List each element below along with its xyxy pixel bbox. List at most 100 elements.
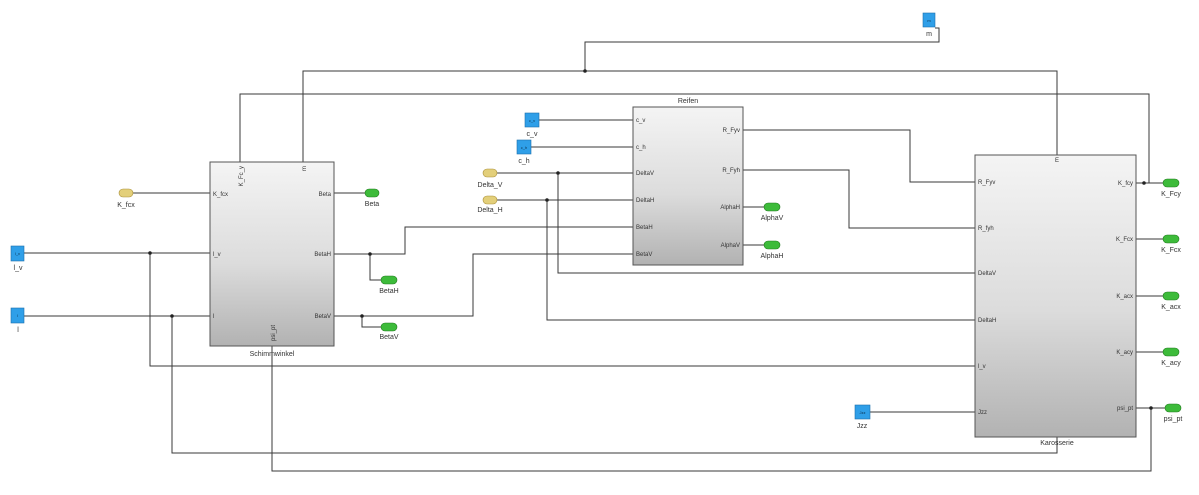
wire-deltav-branch[interactable] <box>557 173 975 274</box>
wire-kfcy-feedback[interactable] <box>239 93 1163 184</box>
wire-deltah-branch[interactable] <box>546 200 975 321</box>
outport-betav[interactable]: BetaV <box>379 322 399 341</box>
block-title: Karosserie <box>1040 440 1074 447</box>
inport-label: c_v <box>527 131 538 138</box>
outport-label: psi_pt <box>1164 416 1183 423</box>
outport-label: K_acy <box>1161 360 1181 367</box>
outport-label: K_Fcy <box>1161 191 1181 198</box>
wire-psipt-feedback[interactable] <box>271 342 1152 472</box>
wire-junction <box>556 171 560 175</box>
wire-junction <box>1149 406 1153 410</box>
wire-rfyh[interactable] <box>743 169 975 229</box>
inport-c-v[interactable]: c_v c_v <box>524 112 540 138</box>
wire-betav[interactable] <box>334 253 633 317</box>
port-label: DeltaH <box>636 198 654 204</box>
inport-m[interactable]: m m <box>922 12 936 38</box>
port-label: R_Fyv <box>978 180 995 186</box>
outport-k-acx[interactable]: K_acx <box>1161 291 1181 311</box>
outport-label: BetaH <box>379 288 398 295</box>
outport-label: AlphaV <box>761 215 784 222</box>
port-label: BetaH <box>314 252 331 258</box>
block-reifen[interactable]: Reifen c_v c_h DeltaV DeltaH BetaH BetaV… <box>632 98 744 266</box>
port-label: c_v <box>636 118 645 124</box>
port-label: K_fcy <box>1118 181 1133 187</box>
wire-betah-out[interactable] <box>369 254 381 281</box>
from-tag-delta-v[interactable]: Delta_V <box>478 168 503 189</box>
outport-label: K_acx <box>1161 304 1181 311</box>
wire-m-bus[interactable] <box>584 27 940 71</box>
outport-label: Beta <box>365 201 380 208</box>
outport-label: BetaV <box>379 334 398 341</box>
port-label: psi_pt <box>1117 406 1133 412</box>
outport-alphav[interactable]: AlphaV <box>761 202 784 222</box>
wire-junction <box>545 198 549 202</box>
port-label: BetaV <box>636 252 652 258</box>
wire-m-main[interactable] <box>302 70 1058 162</box>
port-label: Beta <box>319 192 332 198</box>
port-label: K_acx <box>1116 294 1133 300</box>
inport-c-h[interactable]: c_h c_h <box>516 139 532 165</box>
inport-label: m <box>926 31 932 38</box>
outport-label: K_Fcx <box>1161 247 1181 254</box>
outport-psi-pt[interactable]: psi_pt <box>1164 403 1183 423</box>
port-label: R_Fyh <box>722 168 740 174</box>
wire-junction <box>583 69 587 73</box>
block-schwimmwinkel[interactable]: K_fcx l_v l Beta BetaH BetaV K_Fc_y m ps… <box>209 161 335 358</box>
inport-glyph: c_h <box>521 145 527 150</box>
wire-junction <box>368 252 372 256</box>
inport-glyph: m <box>927 18 931 23</box>
inport-label: Jzz <box>857 423 868 430</box>
wire-junction <box>148 251 152 255</box>
port-label: K_Fcx <box>1116 237 1133 243</box>
port-label: l <box>213 314 214 320</box>
wire-l-branch[interactable] <box>171 316 1058 454</box>
wire-lv-branch[interactable] <box>149 253 975 367</box>
signal-wires <box>24 27 1165 472</box>
block-karosserie[interactable]: E R_Fyv R_fyh DeltaV DeltaH l_v Jzz K_fc… <box>974 154 1137 447</box>
from-tags: K_fcx Delta_V Delta_H <box>117 168 503 214</box>
port-label: Jzz <box>978 410 987 416</box>
wire-betav-out[interactable] <box>361 316 381 328</box>
outport-k-fcx[interactable]: K_Fcx <box>1161 234 1181 254</box>
port-label: DeltaV <box>636 171 654 177</box>
outport-k-fcy[interactable]: K_Fcy <box>1161 178 1181 198</box>
from-tag-k-fcx[interactable]: K_fcx <box>117 188 135 209</box>
inport-label: l_v <box>14 265 23 272</box>
inport-blocks: m m c_v c_v c_h c_h l_v l_v l l Jzz Jzz <box>10 12 936 430</box>
port-label: DeltaV <box>978 271 996 277</box>
wire-betah[interactable] <box>334 226 633 255</box>
port-label: psi_pt <box>271 325 277 341</box>
inport-glyph: c_v <box>529 118 535 123</box>
port-label: m <box>302 166 308 171</box>
wire-junction <box>1142 181 1146 185</box>
inport-l[interactable]: l l <box>10 307 25 334</box>
block-title: Schimmwinkel <box>250 351 295 358</box>
wire-junction <box>360 314 364 318</box>
inport-label: l <box>17 327 19 334</box>
inport-l-v[interactable]: l_v l_v <box>10 245 25 272</box>
port-label: AlphaV <box>721 243 740 249</box>
port-label: AlphaH <box>720 205 740 211</box>
block-title: Reifen <box>678 98 698 105</box>
outport-k-acy[interactable]: K_acy <box>1161 347 1181 367</box>
port-label: K_acy <box>1116 350 1133 356</box>
outport-alphah[interactable]: AlphaH <box>761 240 784 260</box>
from-tag-label: K_fcx <box>117 202 135 209</box>
inport-label: c_h <box>518 158 529 165</box>
port-label: R_Fyv <box>723 128 740 134</box>
port-label: c_h <box>636 145 646 151</box>
outport-beta[interactable]: Beta <box>364 188 380 208</box>
from-tag-delta-h[interactable]: Delta_H <box>477 195 503 214</box>
port-label: BetaV <box>315 314 331 320</box>
from-tag-label: Delta_V <box>478 182 503 189</box>
inport-glyph: l_v <box>15 251 20 256</box>
port-label: l_v <box>978 364 986 370</box>
port-label: K_Fc_y <box>239 166 245 186</box>
port-label: DeltaH <box>978 318 996 324</box>
wire-rfyv[interactable] <box>743 129 975 183</box>
inport-jzz[interactable]: Jzz Jzz <box>854 404 871 430</box>
port-label: R_fyh <box>978 226 994 232</box>
outport-label: AlphaH <box>761 253 784 260</box>
outport-betah[interactable]: BetaH <box>379 275 399 295</box>
